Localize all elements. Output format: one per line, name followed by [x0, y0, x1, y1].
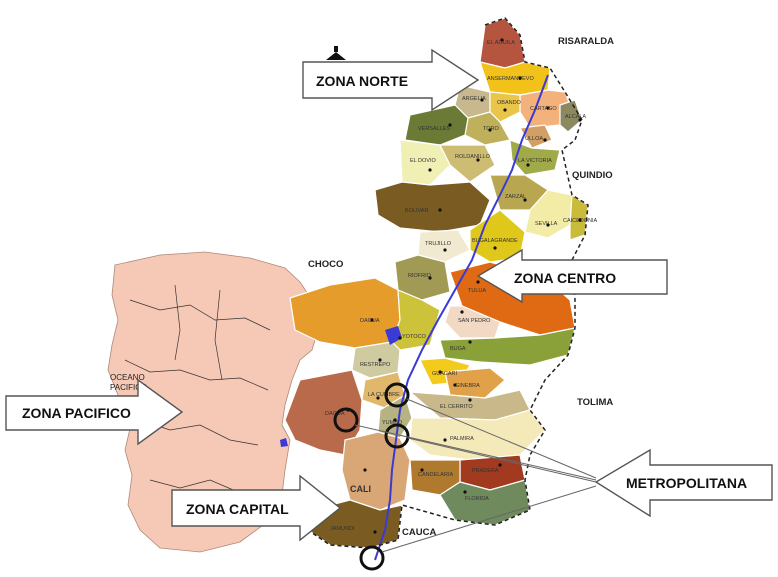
muni-cali — [341, 431, 411, 511]
coastal-rivers — [124, 284, 271, 501]
label-la-victoria: LA VICTORIA — [518, 158, 552, 164]
dept-quindio: QUINDIO — [572, 170, 613, 181]
label-versalles: VERSALLES — [418, 126, 450, 132]
calima-reservoir — [385, 326, 402, 345]
label-el-cerrito: EL CERRITO — [440, 404, 473, 410]
dept-tolima: TOLIMA — [577, 397, 613, 408]
dept-choco: CHOCO — [308, 259, 343, 270]
metro-ring-2 — [333, 407, 359, 433]
north-arrow-icon — [326, 46, 346, 60]
callout-zona-capital: ZONA CAPITAL — [171, 474, 342, 542]
cauca-river — [374, 74, 549, 561]
label-bolivar: BOLIVAR — [405, 208, 428, 214]
metro-connector-lines — [354, 398, 597, 553]
callout-zona-centro: ZONA CENTRO — [476, 248, 668, 304]
metropolitan-markers — [333, 382, 410, 571]
callout-zona-norte: ZONA NORTE — [302, 48, 480, 112]
muni-yotoco — [391, 289, 441, 351]
label-palmira: PALMIRA — [450, 436, 474, 442]
muni-obando — [489, 91, 521, 123]
muni-la-victoria — [509, 139, 561, 176]
label-pradera: PRADERA — [472, 468, 499, 474]
ocean-label-line2: PACIFICO — [110, 383, 147, 392]
label-jamundi: JAMUNDI — [330, 526, 355, 532]
label-toro: TORO — [483, 126, 500, 132]
label-dagua: DAGUA — [325, 411, 345, 417]
municipalities — [284, 17, 589, 549]
label-argelia: ARGELIA — [462, 96, 486, 102]
label-el-dovio: EL DOVIO — [410, 158, 436, 164]
muni-trujillo — [417, 229, 471, 263]
label-obando: OBANDO — [497, 100, 522, 106]
zona-capital-label: ZONA CAPITAL — [186, 501, 289, 517]
label-roldanillo: ROLDANILLO — [455, 154, 491, 160]
dept-cauca: CAUCA — [402, 527, 436, 538]
muni-ginebra — [444, 367, 506, 399]
label-el-aguila: EL AGUILA — [487, 40, 515, 46]
label-buga: BUGA — [450, 346, 466, 352]
label-yotoco: YOTOCO — [402, 334, 426, 340]
label-sevilla: SEVILLA — [535, 221, 558, 227]
metropolitana-label: METROPOLITANA — [626, 475, 747, 491]
label-trujillo: TRUJILLO — [425, 241, 452, 247]
muni-restrepo — [351, 341, 401, 379]
label-alcala: ALCALA — [565, 114, 586, 120]
muni-el-dovio — [399, 139, 451, 186]
municipal-seat-dots — [346, 38, 582, 534]
muni-alcala — [559, 99, 583, 133]
muni-roldanillo — [439, 144, 496, 183]
metro-ring-1 — [384, 382, 410, 408]
label-guacari: GUACARI — [432, 371, 458, 377]
callout-zona-pacifico: ZONA PACIFICO — [5, 378, 184, 446]
metro-ring-3 — [384, 423, 410, 449]
metro-ring-4 — [359, 545, 385, 571]
zona-pacifico-label: ZONA PACIFICO — [22, 405, 131, 421]
label-cartago: CARTAGO — [530, 106, 557, 112]
dept-risaralda: RISARALDA — [558, 36, 614, 47]
muni-palmira — [409, 409, 546, 461]
label-dagua-north: DAGUA — [360, 318, 380, 324]
muni-caicedonia — [569, 193, 589, 241]
ocean-label-line1: OCEANO — [110, 373, 145, 382]
label-yumbo: YUMBO — [382, 420, 403, 426]
zona-centro-label: ZONA CENTRO — [514, 270, 616, 286]
callout-metropolitana: METROPOLITANA — [594, 448, 773, 518]
muni-ulloa — [519, 124, 553, 149]
label-san-pedro: SAN PEDRO — [458, 318, 491, 324]
label-restrepo: RESTREPO — [360, 362, 391, 368]
zona-norte-label: ZONA NORTE — [316, 73, 408, 89]
label-florida: FLORIDA — [465, 496, 489, 502]
label-ulloa: ULLOA — [525, 136, 543, 142]
muni-bolivar — [374, 181, 491, 233]
muni-versalles — [404, 104, 469, 146]
label-cali: CALI — [350, 484, 371, 494]
label-ansermanuevo: ANSERMANUEVO — [487, 76, 534, 82]
department-border — [307, 17, 589, 549]
label-riofrio: RIOFRIO — [408, 273, 432, 279]
label-ginebra: GINEBRA — [455, 383, 480, 389]
label-la-cumbre: LA CUMBRE — [368, 392, 400, 398]
label-zarzal: ZARZAL — [505, 194, 526, 200]
label-tulua: TULUA — [468, 288, 486, 294]
small-lake — [280, 438, 288, 447]
label-bugalagrande: BUGALAGRANDE — [472, 238, 518, 244]
label-candelaria: CANDELARIA — [418, 472, 453, 478]
